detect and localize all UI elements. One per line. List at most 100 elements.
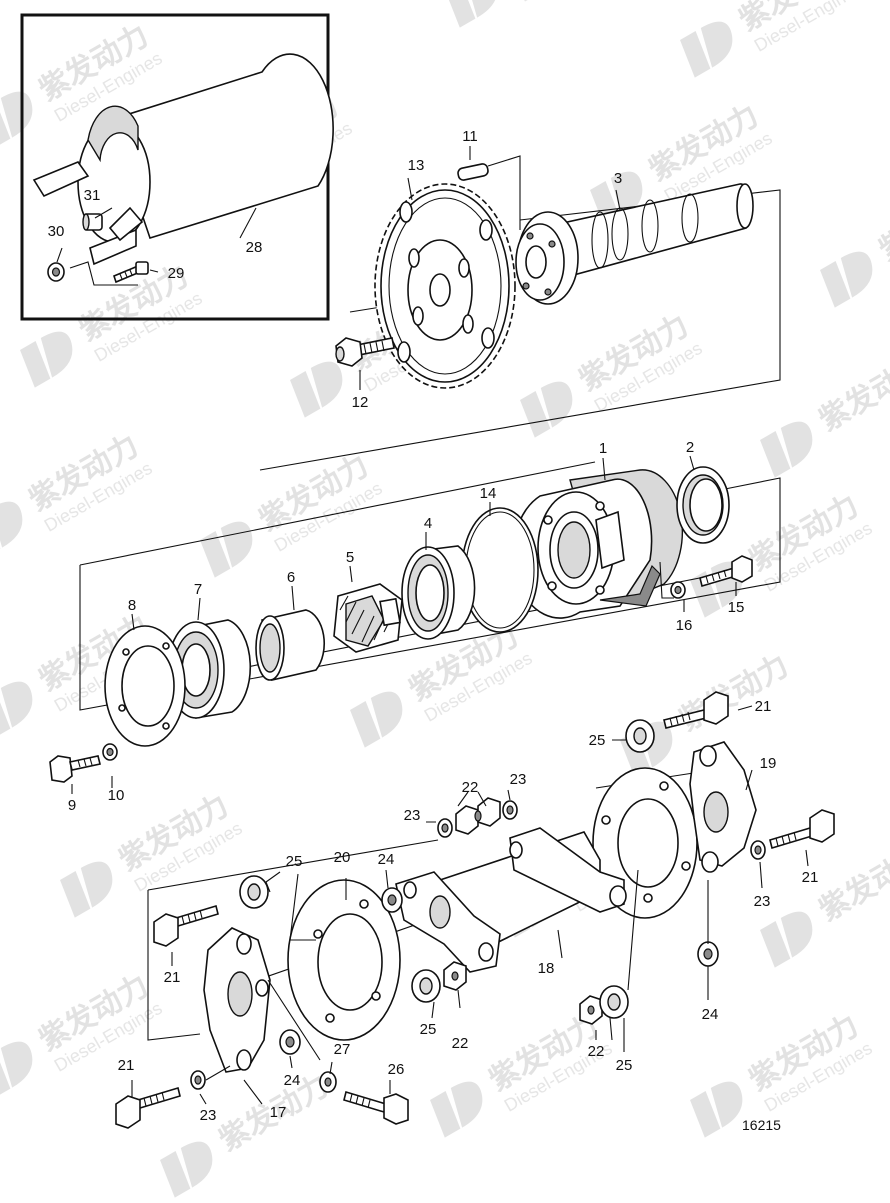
watermark: 紫发动力 Diesel-Engines (0, 429, 156, 558)
watermark: 紫发动力 Diesel-Engines (680, 0, 866, 78)
svg-text:紫发动力: 紫发动力 (814, 839, 890, 928)
watermark: 紫发动力 (160, 1069, 334, 1198)
callout-25: 25 (420, 1021, 437, 1038)
part-25-spacer (411, 969, 441, 1003)
callout-6: 6 (287, 569, 295, 586)
part-30-washer (47, 262, 65, 282)
callout-30: 30 (48, 223, 65, 240)
callout-25: 25 (589, 732, 606, 749)
callout-7: 7 (194, 581, 202, 598)
part-10-washer (102, 743, 118, 761)
part-21-bolt (769, 809, 835, 850)
beam-end-bracket (395, 871, 501, 973)
part-21-bolt (115, 1086, 181, 1129)
callout-18: 18 (538, 960, 555, 977)
part-31-pin (82, 213, 103, 231)
part-4-bearing (401, 545, 476, 640)
watermark: 紫发动力 (820, 179, 890, 308)
bottom-assembly: 21 25 19 21 23 24 18 22 25 25 22 24 20 2… (115, 691, 835, 1129)
callout-21: 21 (755, 698, 772, 715)
middle-assembly: 1 2 14 4 5 6 7 8 16 15 9 10 (49, 439, 781, 814)
callout-25: 25 (616, 1057, 633, 1074)
drawing-reference-number: 16215 (742, 1117, 781, 1133)
part-23-washer (750, 840, 766, 860)
callout-21: 21 (118, 1057, 135, 1074)
part-26-bolt (343, 1090, 409, 1125)
svg-text:Diesel-Engines: Diesel-Engines (516, 0, 631, 6)
part-1-housing (512, 469, 683, 619)
callout-27: 27 (334, 1041, 351, 1058)
part-24-washer (279, 1029, 301, 1055)
part-28-sleeve (32, 53, 334, 266)
part-23-washer (502, 800, 518, 820)
callout-4: 4 (424, 515, 432, 532)
watermark: 紫发动力 (760, 839, 890, 968)
callout-24: 24 (378, 851, 395, 868)
part-15-screw (699, 555, 753, 588)
callout-3: 3 (614, 170, 622, 187)
callout-1: 1 (599, 440, 607, 457)
part-11-pin (457, 163, 489, 181)
callout-21: 21 (164, 969, 181, 986)
callout-26: 26 (388, 1061, 405, 1078)
callout-23: 23 (510, 771, 527, 788)
callout-17: 17 (270, 1104, 287, 1121)
callout-23: 23 (754, 893, 771, 910)
part-3-shaft (515, 183, 754, 305)
watermark: 紫发动力 (760, 349, 890, 478)
svg-text:紫发动力: 紫发动力 (674, 649, 794, 738)
callout-22: 22 (462, 779, 479, 796)
callout-9: 9 (68, 797, 76, 814)
watermark: 紫发动力 Diesel-Engines (520, 309, 706, 438)
callout-31: 31 (84, 187, 101, 204)
part-16-washer (670, 581, 686, 599)
callout-14: 14 (480, 485, 497, 502)
callout-20: 20 (334, 849, 351, 866)
callout-28: 28 (246, 239, 263, 256)
part-8-flange-plate (104, 625, 186, 747)
callout-11: 11 (462, 128, 478, 145)
part-25-spacer (239, 875, 269, 909)
part-25-spacer (599, 985, 629, 1019)
callout-12: 12 (352, 394, 369, 411)
part-21-bolt (153, 904, 219, 947)
watermark: 紫发动力 Diesel-Engines (0, 969, 166, 1098)
assembly-outline (79, 461, 781, 711)
callout-24: 24 (284, 1072, 301, 1089)
callout-2: 2 (686, 439, 694, 456)
part-25-spacer (625, 719, 655, 753)
part-9-screw (49, 755, 101, 783)
part-22-nut (455, 797, 501, 835)
part-22-nut (579, 995, 603, 1025)
top-assembly: 11 13 3 12 (259, 128, 781, 471)
callout-23: 23 (200, 1107, 217, 1124)
part-24-washer (381, 887, 403, 913)
part-17-bracket (203, 927, 271, 1073)
part-19-bracket (689, 741, 757, 873)
part-29-screw (113, 261, 149, 284)
part-24-washer (697, 941, 719, 967)
callout-16: 16 (676, 617, 693, 634)
part-14-o-ring (461, 507, 539, 633)
callout-22: 22 (588, 1043, 605, 1060)
watermark: 紫发动力 Diesel-Engines (445, 0, 631, 28)
part-21-bolt (663, 691, 729, 729)
part-22-nut (443, 961, 467, 991)
callout-22: 22 (452, 1035, 469, 1052)
callout-10: 10 (108, 787, 125, 804)
callout-23: 23 (404, 807, 421, 824)
part-2-seal (676, 466, 730, 544)
callout-29: 29 (168, 265, 185, 282)
callout-8: 8 (128, 597, 136, 614)
inset-panel: 31 30 29 28 (20, 13, 334, 321)
callout-13: 13 (408, 157, 425, 174)
callout-5: 5 (346, 549, 354, 566)
callout-21: 21 (802, 869, 819, 886)
watermark: 紫发动力 Diesel-Engines (430, 1009, 616, 1138)
callout-19: 19 (760, 755, 777, 772)
part-27-washer (319, 1071, 337, 1093)
callout-15: 15 (728, 599, 745, 616)
part-13-gear (374, 183, 516, 389)
